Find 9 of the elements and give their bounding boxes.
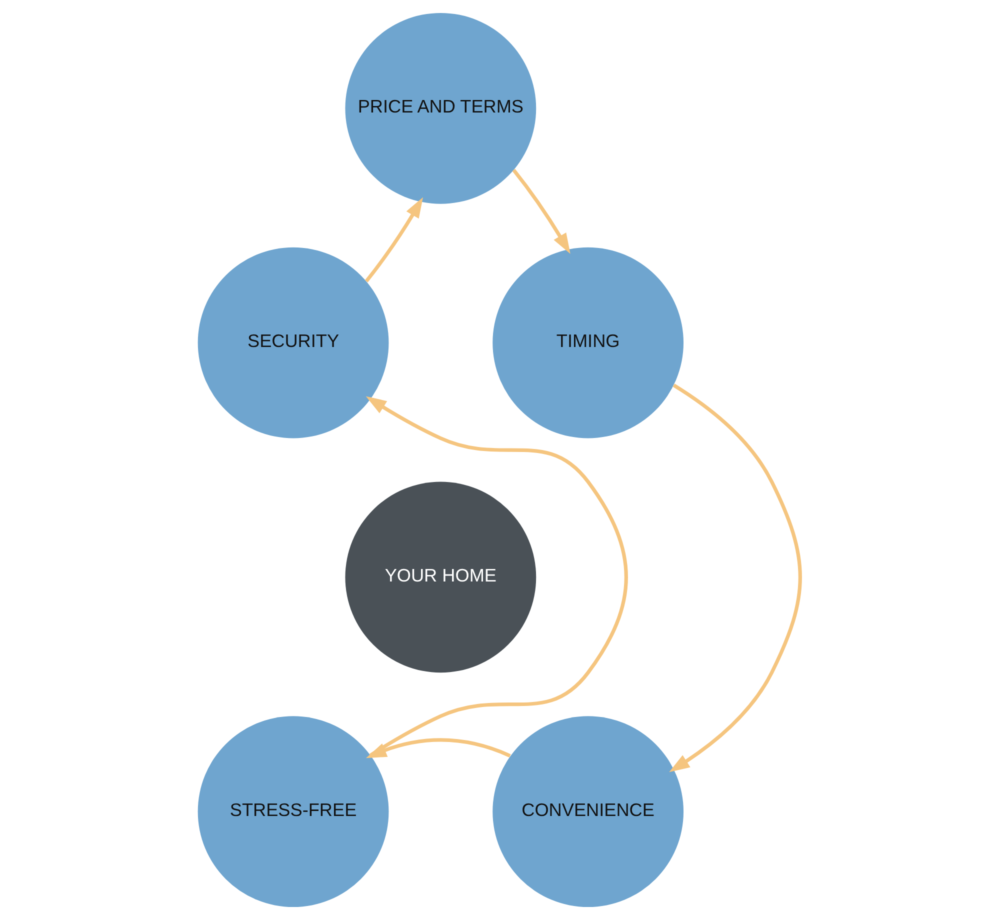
node-circle: YOUR HOME [345,482,536,673]
arrow [512,168,570,254]
node-circle: CONVENIENCE [492,716,684,908]
arrow [366,738,511,758]
node-circle: PRICE AND TERMS [345,12,536,204]
node-circle: TIMING [492,247,684,438]
arrow [669,384,802,772]
arrow [364,197,424,282]
arrow [366,396,628,757]
